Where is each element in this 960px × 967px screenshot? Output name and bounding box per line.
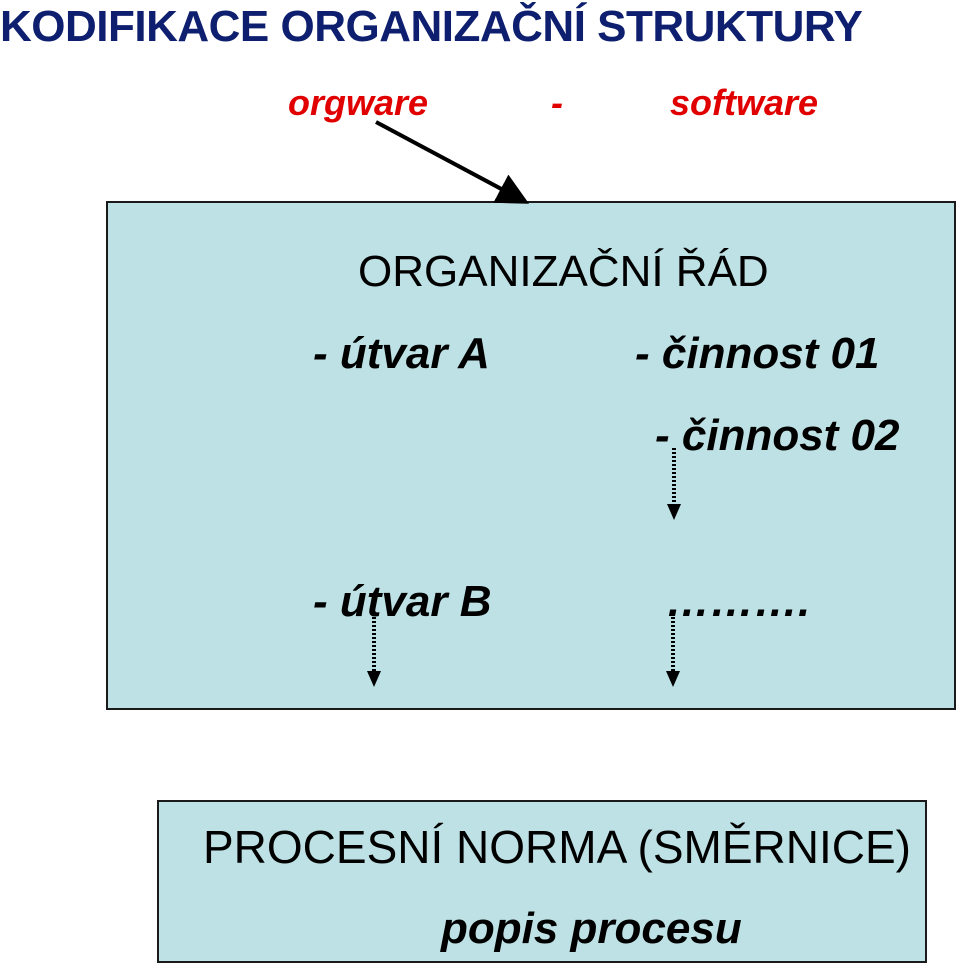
activity-01-label: - činnost 01	[635, 329, 880, 378]
process-norm-heading: PROCESNÍ NORMA (SMĚRNICE)	[203, 821, 911, 873]
process-description-label: popis procesu	[441, 904, 742, 953]
organizational-order-box	[106, 201, 956, 710]
page-title: KODIFIKACE ORGANIZAČNÍ STRUKTURY	[0, 2, 863, 51]
orgware-to-order-arrow	[375, 120, 530, 204]
subtitle-separator: -	[551, 82, 563, 123]
organizational-order-heading: ORGANIZAČNÍ ŘÁD	[358, 247, 769, 296]
unit-a-label: - útvar A	[313, 329, 490, 378]
unit-b-label: - útvar B	[313, 577, 492, 626]
subtitle-software: software	[670, 82, 819, 123]
continuation-ellipsis: ……….	[666, 577, 811, 626]
subtitle-orgware: orgware	[288, 82, 429, 123]
process-norm-box	[157, 800, 927, 963]
activity-02-label: - činnost 02	[655, 411, 900, 460]
